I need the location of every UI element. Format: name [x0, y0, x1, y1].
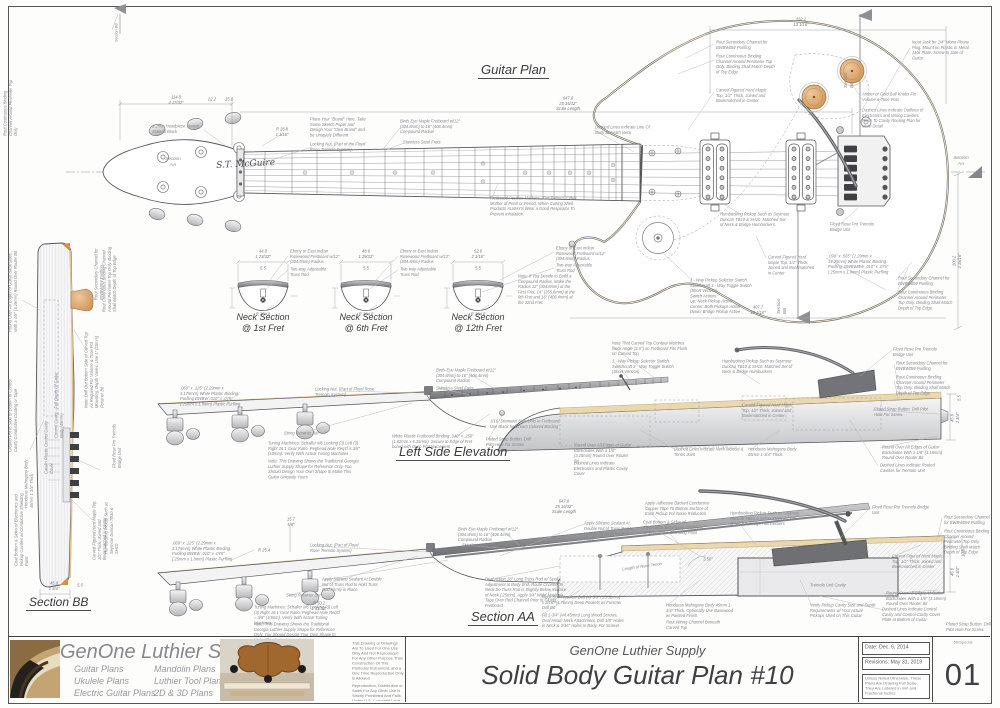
scale-note-box: Unless Noted Otherwise, These Plans Are …: [862, 674, 930, 699]
neck-pickup: [699, 132, 731, 212]
list-item: Mandolin Plans: [154, 664, 216, 674]
dimension-lines: [39, 26, 963, 599]
corner-tag: 5thSpecial: [953, 640, 973, 645]
trem-arm-side: [735, 346, 855, 375]
neck-tenon-dashed: [559, 555, 681, 583]
frets: [264, 144, 617, 201]
sheet-number: 01: [944, 657, 982, 692]
neck-section-title-6th-fret: Neck Section @ 6th Fret: [339, 312, 393, 333]
sheet-border: [8, 6, 992, 704]
horn-strap-button: [568, 240, 576, 248]
guitar-body-plan: [572, 19, 949, 324]
title-block-divider: [932, 637, 933, 702]
strap-button-side: [940, 408, 949, 424]
title-block-divider: [858, 637, 859, 702]
strings: [243, 150, 849, 197]
cutaway-photo: [10, 640, 60, 698]
tremolo-bridge: [836, 126, 891, 216]
neck-screws: [648, 147, 682, 198]
neck-screws-aa: [599, 554, 649, 590]
bridge-aa: [771, 539, 869, 567]
headstock-plan: [102, 112, 245, 232]
section-aa-view: [157, 489, 945, 617]
list-item: This Drawing or Drawings Are To Used For…: [352, 641, 404, 681]
bridge-studs-bb: [70, 432, 79, 498]
supply-name: GenOne Luthier Supply: [569, 643, 706, 658]
cavity-dashed-side: [559, 395, 882, 448]
volume-knob: [837, 56, 867, 86]
view-title-left-side-elevation: Left Side Elevation: [396, 444, 511, 461]
neck-plan: [243, 143, 707, 202]
legal-text: This Drawing or Drawings Are To Used For…: [352, 641, 404, 701]
electronics-cavity-dashed: [789, 53, 870, 119]
list-item: Electric Guitar Plans: [74, 688, 156, 699]
scale-note: Unless Noted Otherwise, These Plans Are …: [865, 676, 922, 696]
body-section-bb: [35, 242, 75, 588]
truss-rod: [444, 512, 853, 558]
plan-view: [66, 9, 985, 324]
tremolo-cavity: [737, 557, 899, 597]
neck-section-title-12th-fret: Neck Section @ 12th Fret: [451, 312, 505, 333]
fretboard-aa: [432, 502, 871, 557]
side-dots: [451, 386, 577, 396]
title-block-divider: [405, 637, 406, 702]
tuners-aa: [169, 570, 335, 617]
list-item: Luthier Tool Plans: [154, 676, 226, 687]
title-block-center-cell: GenOne Luthier Supply Solid Body Guitar …: [405, 637, 870, 702]
list-item: Reproduction, Distribution or Sales For …: [352, 683, 403, 702]
left-side-elevation: [157, 346, 949, 452]
workshop-jig-photo: [220, 639, 314, 701]
knob-profile-bb: [70, 288, 94, 312]
date-label: Date: Dec. 6, 2014: [865, 644, 909, 651]
bridge-side: [817, 369, 877, 399]
selector-switch: [642, 222, 674, 254]
view-title-section-bb: Section BB: [26, 595, 92, 611]
leader-lines: [21, 13, 943, 617]
tone-knob: [799, 82, 829, 112]
bridge-pickup: [785, 132, 817, 212]
tuner-buttons: [148, 112, 242, 232]
date-box: Date: Dec. 6, 2014: [862, 642, 930, 655]
section-bb-view: [35, 4, 126, 588]
neck-sections: [228, 259, 513, 311]
revisions-label: Revisions: May 31, 2019: [865, 659, 923, 666]
list-item: 2D & 3D Plans: [154, 688, 214, 699]
view-title-section-aa: Section AA: [468, 609, 538, 626]
output-jack: [860, 116, 872, 128]
neck-section-title-1st-fret: Neck Section @ 1st Fret: [236, 312, 290, 333]
fretboard-side: [429, 376, 669, 400]
section-aa-marker-right: [968, 166, 982, 178]
control-cavity-dashed: [43, 299, 59, 417]
revisions-box: Revisions: May 31, 2019: [862, 657, 930, 670]
list-item: Guitar Plans: [74, 664, 124, 674]
list-item: Ukulele Plans: [74, 676, 130, 687]
plan-sheet-title: Solid Body Guitar Plan #10: [481, 660, 794, 690]
view-title-guitar-plan: Guitar Plan: [478, 62, 550, 79]
section-bb-corner-flag: [114, 4, 126, 14]
sheet-number-cell: 5thSpecial 01: [936, 637, 990, 702]
